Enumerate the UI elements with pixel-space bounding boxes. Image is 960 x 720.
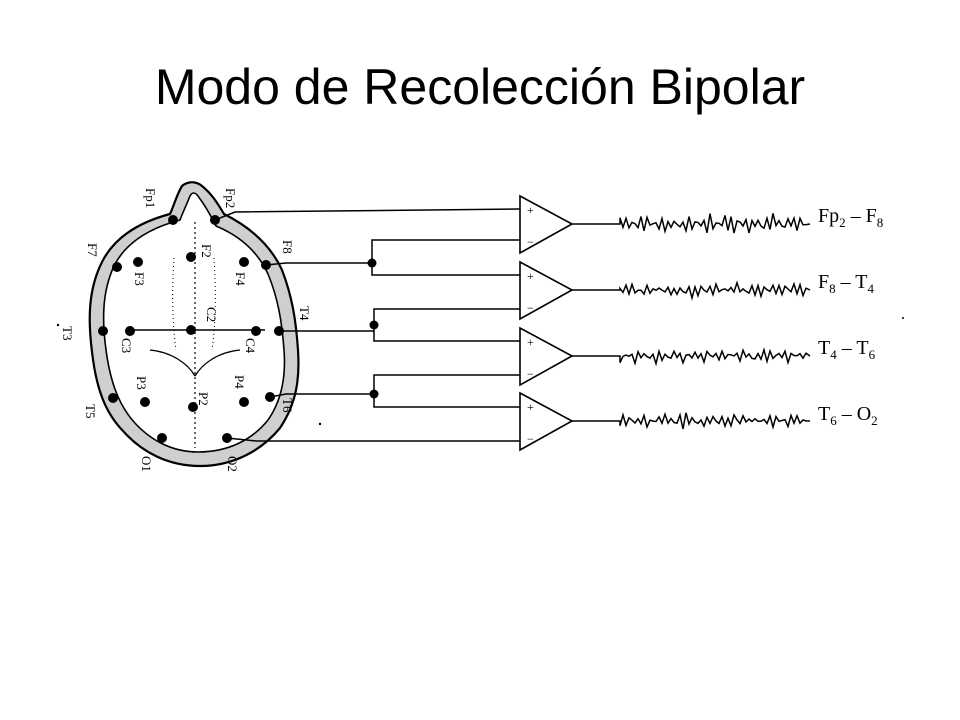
label-t3: T3 [60, 326, 75, 340]
electrode-dots [98, 215, 284, 443]
label-p3: P3 [134, 376, 149, 390]
electrode-f4 [239, 257, 249, 267]
label-f8: F8 [280, 240, 295, 254]
specks [56, 317, 904, 426]
channel-label-1: Fp2 – F8 [818, 205, 883, 230]
amplifier-3: + − [519, 326, 600, 387]
electrode-f7 [112, 262, 122, 272]
label-cz: C2 [204, 307, 219, 322]
electrode-o1 [157, 433, 167, 443]
electrode-t5 [108, 393, 118, 403]
label-p4: P4 [232, 375, 247, 389]
electrode-t3 [98, 326, 108, 336]
label-t5: T5 [83, 404, 98, 418]
label-f7: F7 [85, 243, 100, 257]
amp-minus-sign: − [527, 367, 534, 381]
electrode-fp1 [168, 215, 178, 225]
amp-plus-sign: + [527, 400, 534, 414]
channel-label-3: T4 – T6 [818, 337, 876, 362]
amp-plus-sign: + [527, 203, 534, 217]
channel-label-4: T6 – O2 [818, 403, 878, 428]
amplifier-1: + − [519, 194, 600, 255]
amp-minus-sign: − [527, 235, 534, 249]
eeg-trace-2 [600, 280, 811, 301]
electrode-p3 [140, 397, 150, 407]
electrode-fz [186, 252, 196, 262]
electrode-cz [186, 325, 196, 335]
label-fp1: Fp1 [143, 188, 158, 208]
label-c3: C3 [119, 338, 134, 353]
amp-plus-sign: + [527, 269, 534, 283]
junction-dots [367, 258, 379, 399]
label-fp2: Fp2 [223, 188, 238, 208]
amp-plus-sign: + [527, 335, 534, 349]
label-o2: O2 [225, 456, 240, 472]
label-f4: F4 [233, 272, 248, 286]
eeg-trace-3 [600, 347, 811, 367]
label-t6: T6 [280, 398, 295, 413]
label-pz: P2 [196, 392, 211, 406]
electrode-p4 [239, 397, 249, 407]
electrode-f3 [133, 257, 143, 267]
label-c4: C4 [243, 338, 258, 354]
head-outline [88, 181, 300, 468]
electrode-c4 [251, 326, 261, 336]
label-o1: O1 [139, 456, 154, 472]
amp-minus-sign: − [527, 432, 534, 446]
label-fz: F2 [199, 244, 214, 258]
eeg-trace-1 [600, 213, 811, 235]
electrode-labels: Fp1 Fp2 F7 F3 F2 F4 F8 T3 C3 C2 C4 T4 T5… [60, 188, 312, 472]
eeg-trace-4 [600, 411, 811, 430]
slide-title: Modo de Recolección Bipolar [154, 59, 806, 115]
electrode-c3 [125, 326, 135, 336]
wires [214, 208, 521, 442]
amp-minus-sign: − [527, 301, 534, 315]
label-t4: T4 [297, 306, 312, 321]
label-f3: F3 [132, 272, 147, 286]
amplifier-4: + − [519, 391, 600, 452]
channel-label-2: F8 – T4 [818, 271, 874, 296]
amplifier-2: + − [519, 260, 600, 321]
channel-labels: Fp2 – F8 F8 – T4 T4 – T6 T6 – O2 [818, 205, 883, 428]
eeg-traces [600, 213, 811, 430]
electrode-pz [188, 402, 198, 412]
